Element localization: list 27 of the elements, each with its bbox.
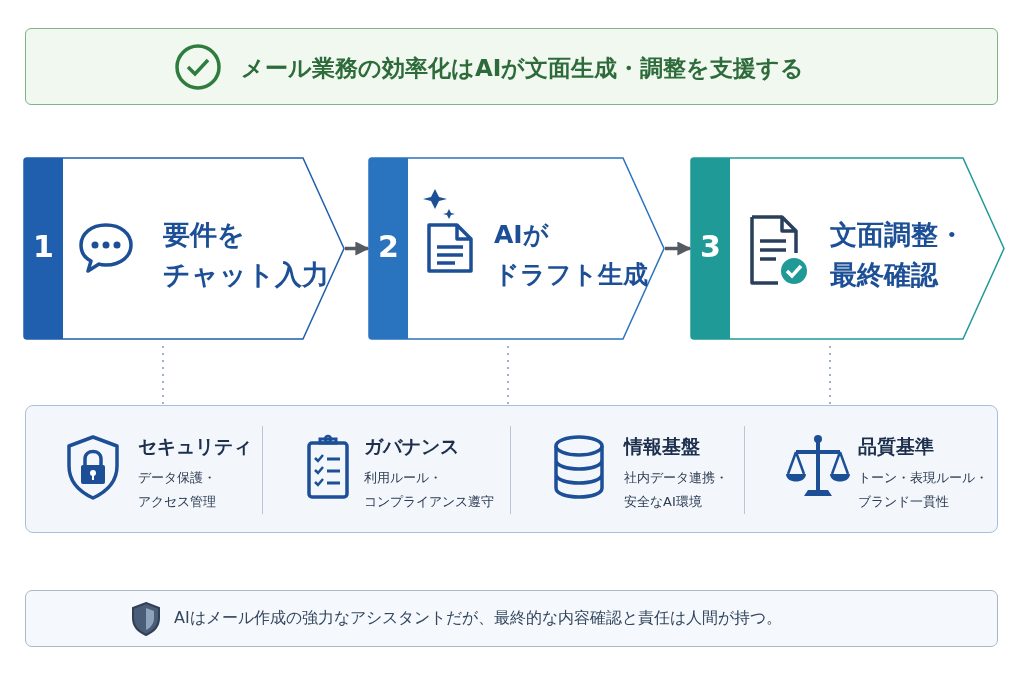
step-number: 3 <box>700 229 721 264</box>
arrow <box>665 241 692 256</box>
step-title: 文面調整・最終確認 <box>830 218 965 292</box>
section-description: トーン・表現ルール・ブランド一貫性 <box>858 469 988 511</box>
step-title: AIがドラフト生成 <box>494 219 648 291</box>
process-step-card <box>23 157 345 340</box>
dotted-connector <box>829 345 831 406</box>
section-description: 利用ルール・コンプライアンス遵守 <box>364 469 494 511</box>
process-step-card <box>368 157 665 340</box>
step-number: 1 <box>33 229 54 264</box>
banner <box>25 28 998 105</box>
dotted-connector <box>162 345 164 406</box>
section-heading: 品質基準 <box>858 434 934 459</box>
step-number: 2 <box>378 229 399 264</box>
note-banner <box>25 590 998 647</box>
panel-background <box>25 405 998 533</box>
banner-title: メール業務の効率化はAIが文面生成・調整を支援する <box>241 54 805 83</box>
arrow <box>345 241 370 256</box>
process-step-card <box>690 157 1005 340</box>
step-title: 要件をチャット入力 <box>163 218 329 292</box>
dotted-connector <box>507 345 509 406</box>
section-description: 社内データ連携・安全なAI環境 <box>624 469 728 511</box>
note-text: AIはメール作成の強力なアシスタントだが、最終的な内容確認と責任は人間が持つ。 <box>174 608 782 629</box>
section-description: データ保護・アクセス管理 <box>138 469 216 511</box>
section-heading: 情報基盤 <box>624 434 700 459</box>
section-heading: セキュリティ <box>138 434 252 459</box>
section-heading: ガバナンス <box>364 434 459 459</box>
